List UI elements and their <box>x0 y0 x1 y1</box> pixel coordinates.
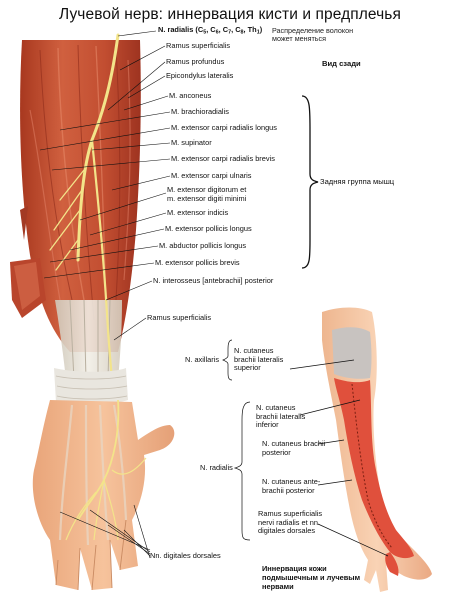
leader-lines-forearm <box>39 30 171 559</box>
label-n-cutaneus-brachii-posterior: N. cutaneus brachii posterior <box>262 439 326 457</box>
caption-line-3: нервами <box>262 581 294 591</box>
segment-th1: 1 <box>256 29 260 36</box>
label-n-axillaris: N. axillaris <box>185 355 220 364</box>
distribution-note-line-2: может меняться <box>272 34 327 44</box>
label-ramus-superficialis-nervi-radialis: Ramus superficialis nervi radialis et nn… <box>258 509 323 536</box>
label-m-anconeus: M. anconeus <box>169 91 212 100</box>
label-m-supinator: M. supinator <box>171 138 212 147</box>
radial-branch-3-line-2: brachii posterior <box>262 485 315 495</box>
label-ramus-superficialis-lower: Ramus superficialis <box>147 313 212 322</box>
view-label: Вид сзади <box>322 59 361 68</box>
radial-nerve-name: N. radialis (C <box>158 25 204 34</box>
distribution-note: Распределение волокон может меняться <box>272 26 354 44</box>
label-n-interosseus-posterior: N. interosseus [antebrachii] posterior <box>153 276 274 285</box>
radial-branch-2-line-1: N. cutaneus brachii <box>262 439 326 448</box>
label-m-extensor-carpi-radialis-brevis: M. extensor carpi radialis brevis <box>171 154 275 163</box>
radial-branch-1-line-1: N. cutaneus <box>256 403 296 412</box>
forearm-muscles <box>10 40 141 381</box>
label-ramus-superficialis: Ramus superficialis <box>166 41 231 50</box>
label-m-extensor-pollicis-brevis: M. extensor pollicis brevis <box>155 258 240 267</box>
label-close: ) <box>259 25 263 34</box>
axillaris-branch-line-1: N. cutaneus <box>234 346 274 355</box>
label-sep-3: , C <box>231 25 241 34</box>
radial-branch-4-line-2: nervi radialis et nn. <box>258 517 321 527</box>
label-m-extensor-digitorum-line-2: m. extensor digiti minimi <box>167 193 247 203</box>
label-sep-2: , C <box>218 25 229 34</box>
radial-branch-2-line-2: posterior <box>262 447 291 457</box>
label-n-cutaneus-antebrachii-posterior: N. cutaneus ante- brachii posterior <box>262 477 321 495</box>
caption-line-2: подмышечным и лучевым <box>262 572 361 582</box>
label-ramus-profundus: Ramus profundus <box>166 57 225 66</box>
label-m-extensor-carpi-ulnaris: M. extensor carpi ulnaris <box>171 171 252 180</box>
label-sep-4: , Th <box>243 25 257 34</box>
extensor-retinaculum <box>54 368 128 405</box>
segment-c6: 6 <box>215 29 219 36</box>
label-nn-digitales-dorsales: Nn. digitales dorsales <box>150 551 221 560</box>
label-n-cutaneus-brachii-lateralis-superior: N. cutaneus brachii lateralis superior <box>234 346 284 373</box>
radial-branch-4-line-3: digitales dorsales <box>258 526 316 536</box>
posterior-group-label: Задняя группа мышц <box>320 177 395 186</box>
label-m-extensor-carpi-radialis-longus: M. extensor carpi radialis longus <box>171 123 277 132</box>
skin-innervation-arm <box>322 307 432 592</box>
label-n-radialis: N. radialis <box>200 463 233 472</box>
label-m-extensor-digitorum-line-1: M. extensor digitorum et <box>167 185 247 194</box>
label-m-extensor-pollicis-longus: M. extensor pollicis longus <box>165 224 252 233</box>
label-sep-1: , C <box>206 25 216 34</box>
label-m-brachioradialis: M. brachioradialis <box>171 107 229 116</box>
segment-c8: 8 <box>240 29 244 36</box>
label-epicondylus-lateralis: Epicondylus lateralis <box>166 71 234 80</box>
distribution-note-line-1: Распределение волокон <box>272 26 354 35</box>
segment-c7: 7 <box>228 29 232 36</box>
label-m-extensor-indicis: M. extensor indicis <box>167 208 229 217</box>
right-leader-lines <box>222 339 389 557</box>
radial-branch-4-line-1: Ramus superficialis <box>258 509 323 518</box>
radial-nerve-label: N. radialis (C5, C6, C7, C8, Th1) <box>158 25 263 37</box>
axillaris-branch-line-2: brachii lateralis <box>234 354 284 364</box>
axillaris-branch-line-3: superior <box>234 363 261 373</box>
radial-branch-1-line-3: inferior <box>256 420 279 430</box>
label-n-cutaneus-brachii-lateralis-inferior: N. cutaneus brachii lateralis inferior <box>256 403 306 430</box>
page-title: Лучевой нерв: иннервация кисти и предпле… <box>59 6 401 23</box>
segment-c5: 5 <box>203 29 207 36</box>
skin-innervation-caption: Иннервация кожи подмышечным и лучевым не… <box>262 564 361 591</box>
radial-branch-3-line-1: N. cutaneus ante- <box>262 477 321 486</box>
caption-line-1: Иннервация кожи <box>262 564 327 573</box>
posterior-group-bracket <box>301 95 319 269</box>
hand <box>32 399 175 591</box>
radial-branch-1-line-2: brachii lateralis <box>256 411 306 421</box>
label-m-abductor-pollicis-longus: M. abductor pollicis longus <box>159 241 247 250</box>
